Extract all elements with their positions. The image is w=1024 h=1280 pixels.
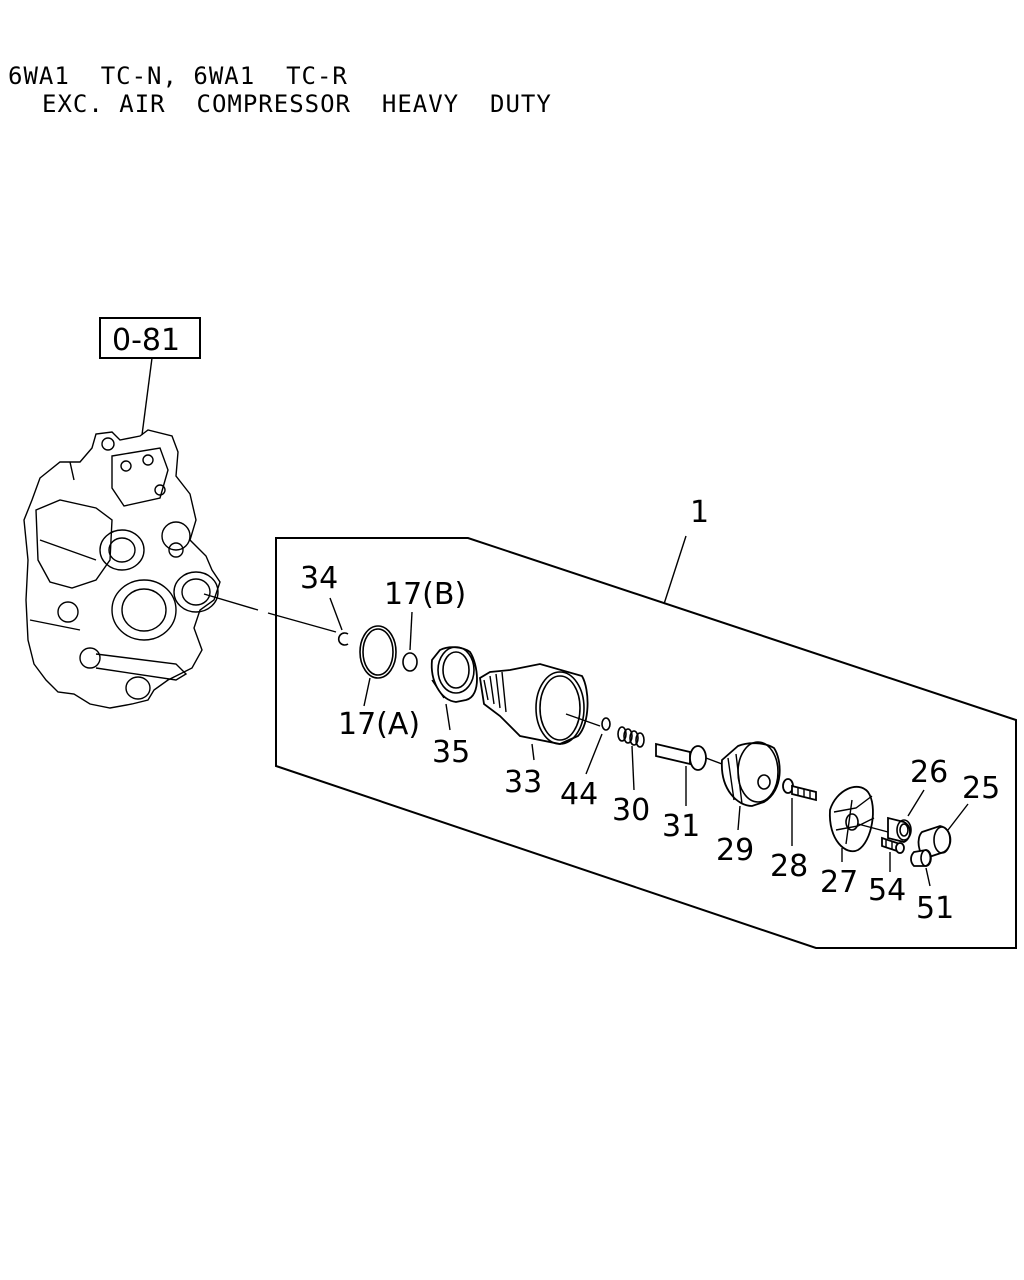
- callout-35: 35: [432, 735, 470, 770]
- callout-28: 28: [770, 849, 808, 884]
- model-line: 6WA1 TC-N, 6WA1 TC-R: [8, 62, 348, 90]
- part-28-bolt: [782, 778, 817, 802]
- part-33-cup: [479, 663, 589, 745]
- part-26-bushing: [887, 816, 912, 843]
- reference-leader: [141, 357, 153, 436]
- part-35-ring: [430, 646, 478, 703]
- callout-17a: 17(A): [338, 707, 420, 742]
- variant-line: EXC. AIR COMPRESSOR HEAVY DUTY: [42, 90, 552, 118]
- part-51-small-cap: [910, 849, 932, 867]
- part-17b-oring: [402, 652, 418, 672]
- reference-box[interactable]: 0-81: [99, 317, 201, 359]
- callout-51: 51: [916, 891, 954, 926]
- callout-25: 25: [962, 771, 1000, 806]
- centerline-left: [203, 593, 259, 611]
- callout-33: 33: [504, 765, 542, 800]
- assembly-outline: [275, 537, 1017, 949]
- part-34-clip: [337, 632, 349, 646]
- callout-54: 54: [868, 873, 906, 908]
- part-44-washer: [601, 717, 611, 731]
- diagram-header: 6WA1 TC-N, 6WA1 TC-R EXC. AIR COMPRESSOR…: [8, 62, 552, 118]
- callout-26: 26: [910, 755, 948, 790]
- housing-body: [23, 429, 221, 709]
- callout-44: 44: [560, 777, 598, 812]
- callout-17b: 17(B): [384, 577, 466, 612]
- assembly-label: 1: [690, 495, 709, 530]
- callout-34: 34: [300, 561, 338, 596]
- assembly-leader: [663, 535, 687, 605]
- callout-30: 30: [612, 793, 650, 828]
- part-30-spring: [617, 726, 645, 748]
- part-27-plate: [829, 786, 875, 853]
- part-17a-oring: [359, 625, 397, 679]
- callout-31: 31: [662, 809, 700, 844]
- part-31-shaft: [655, 742, 723, 771]
- centerline-right: [267, 612, 337, 633]
- part-54-screw: [881, 836, 905, 854]
- reference-box-label: 0-81: [112, 323, 180, 358]
- callout-29: 29: [716, 833, 754, 868]
- part-29-pulley: [721, 741, 781, 807]
- callout-27: 27: [820, 865, 858, 900]
